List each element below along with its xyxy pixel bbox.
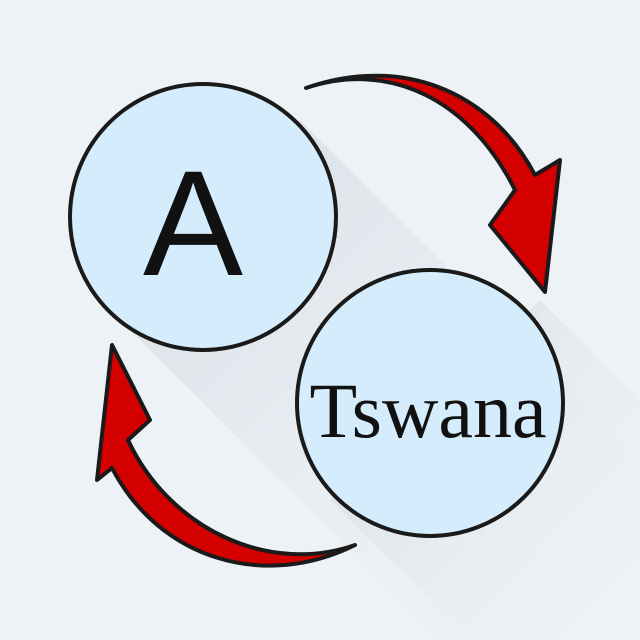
arrow-right-down-icon xyxy=(304,73,562,294)
target-language-label: Tswana xyxy=(309,367,546,454)
source-letter: A xyxy=(143,139,243,307)
source-language-circle xyxy=(68,82,338,352)
arrow-left-up-icon xyxy=(95,343,357,568)
target-language-circle xyxy=(295,268,565,538)
